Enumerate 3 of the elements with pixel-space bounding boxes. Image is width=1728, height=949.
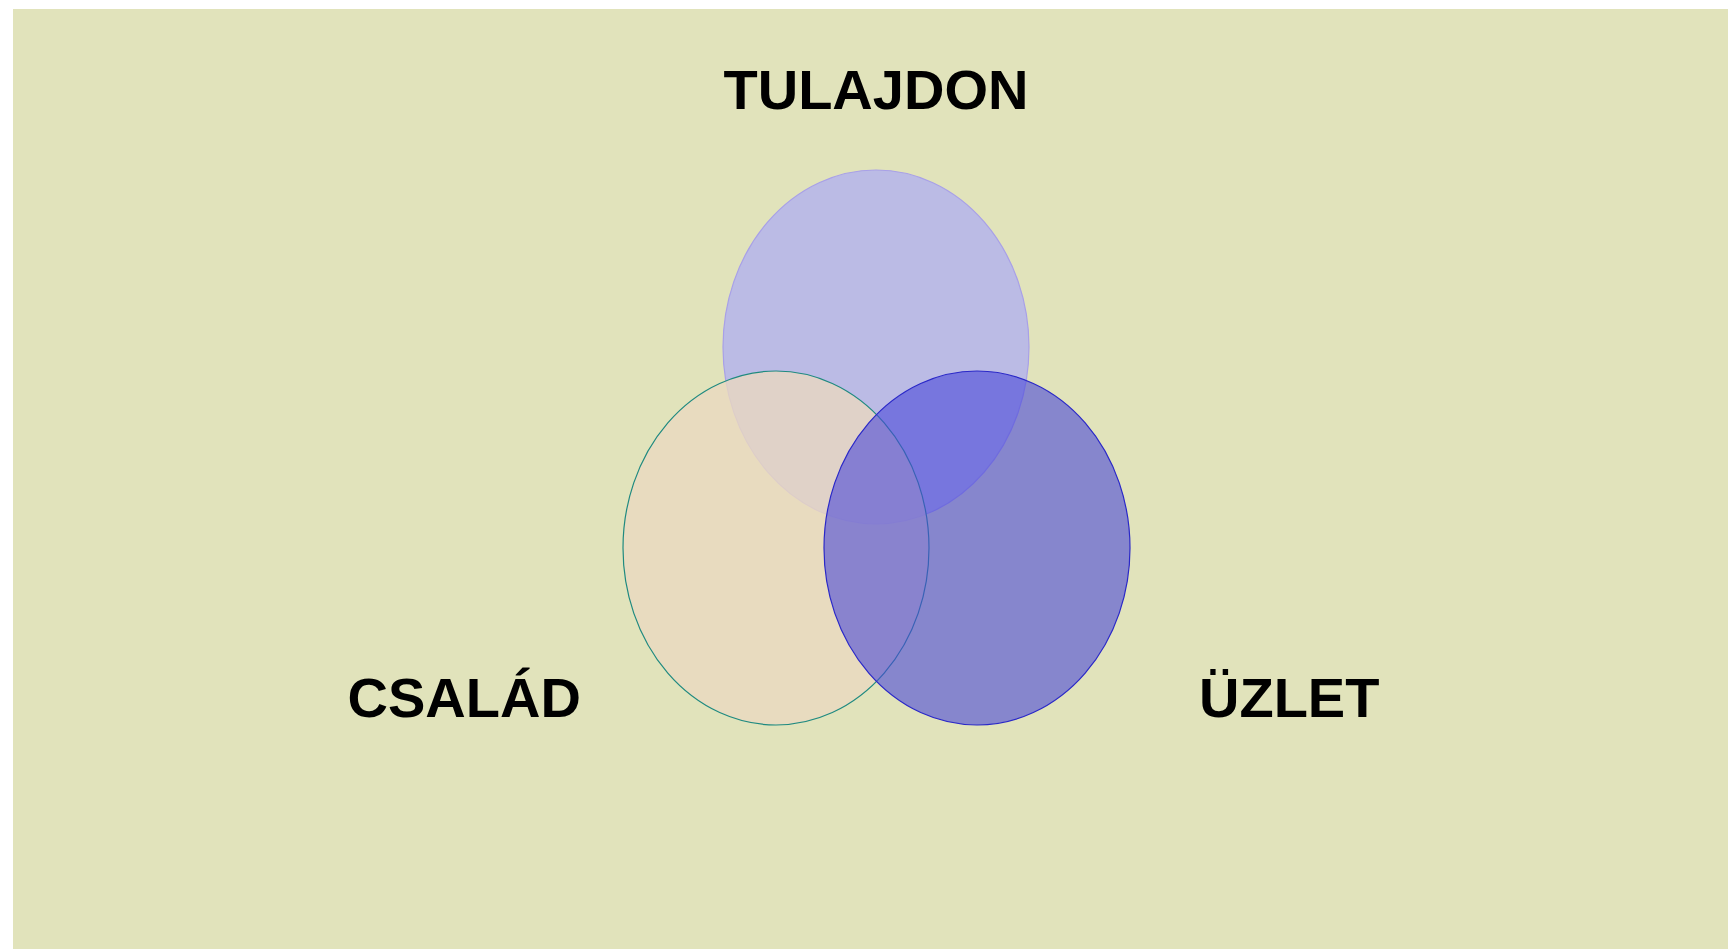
set-label: CSALÁD (347, 666, 581, 730)
set-label: TULAJDON (723, 58, 1029, 122)
set-label: ÜZLET (1199, 666, 1380, 730)
